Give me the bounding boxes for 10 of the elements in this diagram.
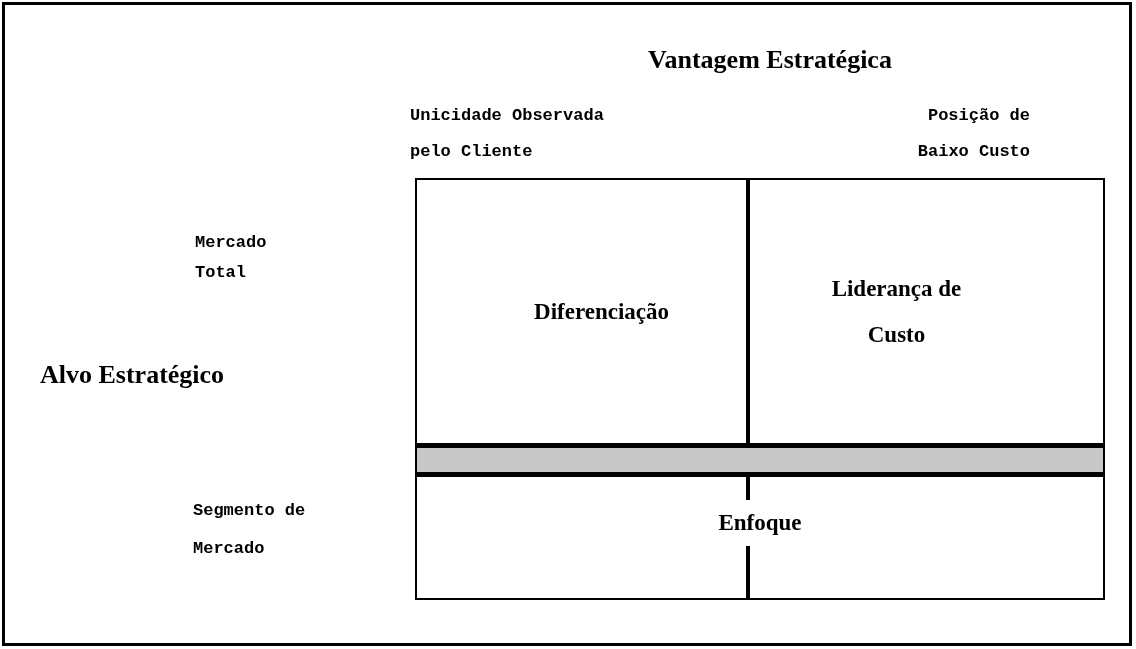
title: Vantagem Estratégica (647, 44, 893, 76)
quadrant-cell (748, 178, 1105, 445)
quadrant-cell (415, 475, 1105, 600)
axis-label: Segmento de Mercado (193, 500, 307, 560)
axis-label: Posição de Baixo Custo (916, 105, 1030, 163)
quadrant-cell (415, 178, 748, 445)
axis-title: Alvo Estratégico (40, 359, 226, 391)
shaded-band (415, 445, 1105, 475)
axis-label: Unicidade Observada pelo Cliente (410, 105, 605, 163)
axis-label: Mercado Total (195, 232, 268, 284)
